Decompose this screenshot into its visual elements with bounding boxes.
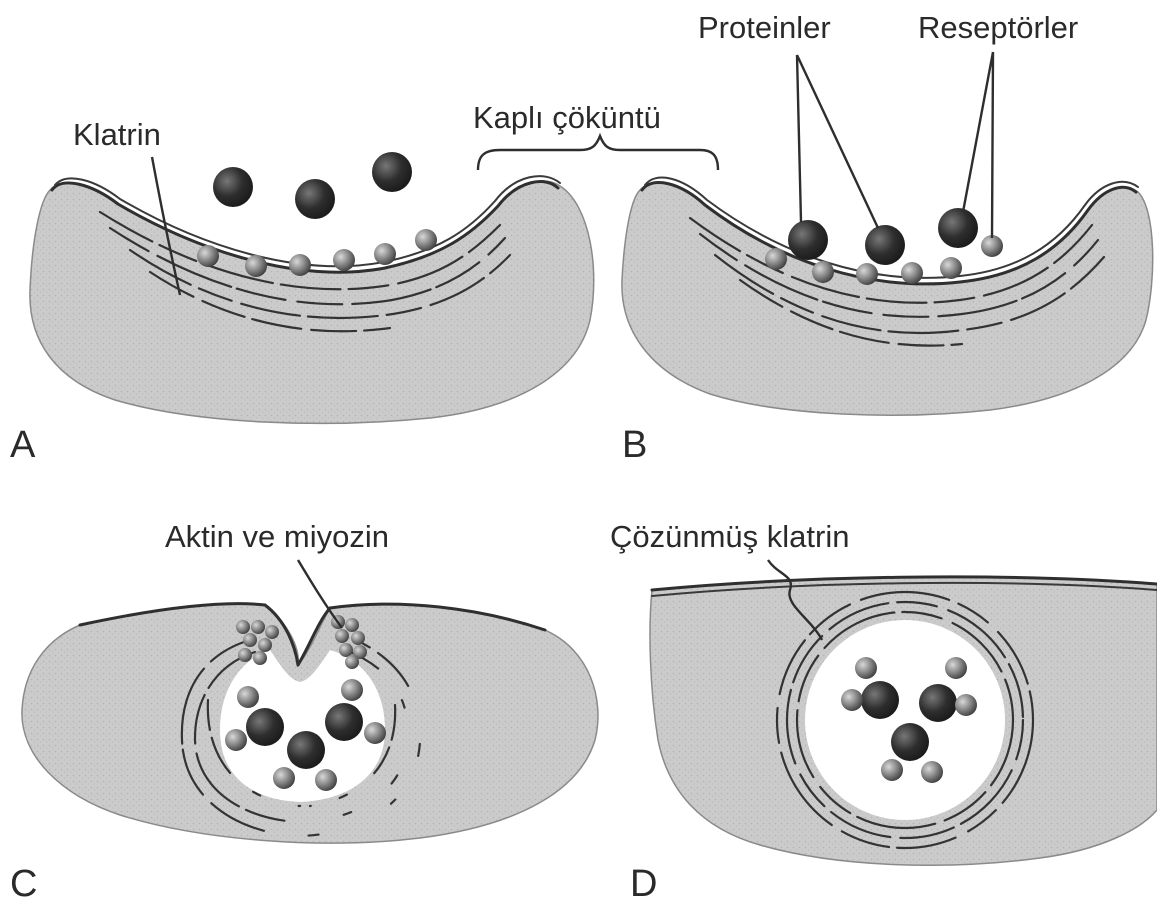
leader-aktin-miyozin [298,560,342,628]
cell-b-cytoplasm [622,183,1153,416]
brace-kapli-cokuntu [478,136,718,170]
label-cozunmus-klatrin: Çözünmüş klatrin [610,519,849,554]
panel-c: Aktin ve miyozin C [10,519,598,905]
label-reseptorler: Reseptörler [918,10,1078,45]
label-proteinler: Proteinler [698,10,831,45]
label-kapli-cokuntu: Kaplı çöküntü [473,100,661,135]
panel-b: Proteinler Reseptörler B [622,10,1153,466]
panel-label-c: C [10,863,37,905]
panel-a: Klatrin A [10,117,594,466]
vesicle-d [805,620,1005,820]
label-aktin-miyozin: Aktin ve miyozin [165,519,389,554]
leader-proteinler [797,55,878,228]
large-particles-a [213,152,412,219]
panel-label-b: B [622,424,647,466]
panel-label-d: D [630,863,657,905]
coated-pit-annotation: Kaplı çöküntü [473,100,718,170]
panel-label-a: A [10,424,36,466]
leader-reseptorler [963,52,993,238]
label-klatrin: Klatrin [73,117,161,152]
panel-d: Çözünmüş klatrin D [610,519,1157,905]
